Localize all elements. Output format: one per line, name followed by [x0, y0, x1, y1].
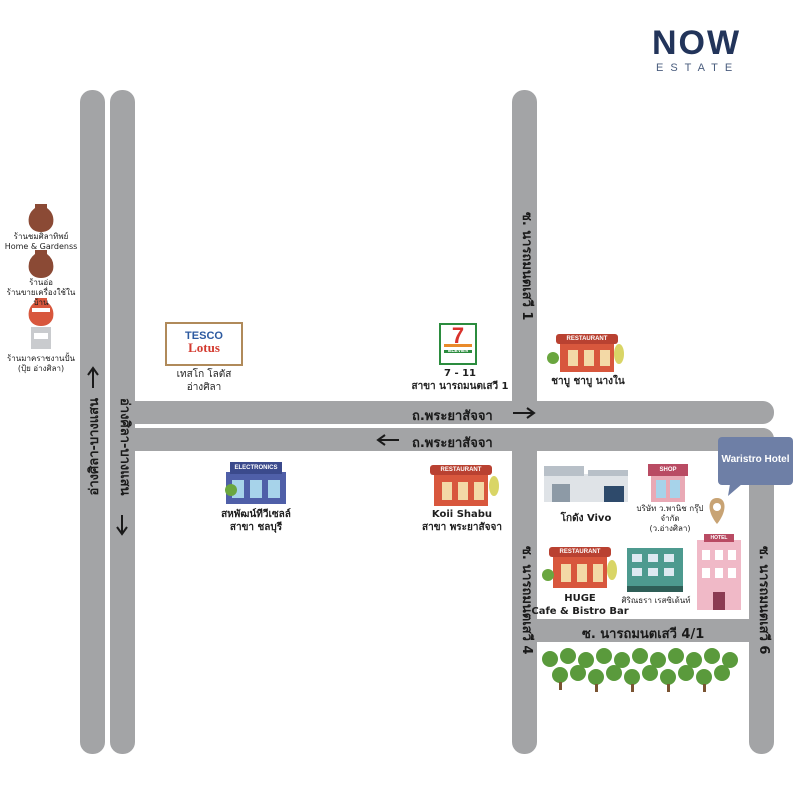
hotel-sign: HOTEL — [710, 535, 728, 541]
arrow-down-icon — [116, 515, 128, 536]
restaurant-icon — [547, 334, 624, 372]
soi-6-road — [749, 428, 774, 754]
soi-1-label: ซ. นารถมนตเสวี 1 — [519, 212, 534, 321]
vase-icon — [28, 298, 54, 326]
electronics-sign: ELECTRONICS — [234, 465, 278, 471]
arrow-up-icon — [87, 366, 99, 388]
lantern-icon — [31, 327, 51, 349]
restaurant-icon — [430, 465, 499, 506]
east-road-top — [110, 401, 774, 424]
place-label-shabu-nangnai: ชาบู ชาบู นางใน — [551, 376, 625, 387]
brand-subtitle: ESTATE — [656, 62, 740, 74]
arrow-right-icon — [513, 407, 536, 419]
place-label-lantern-shop: ร้านมาคราชงานปั้น(ปุ้ย อ่างศิลา) — [6, 354, 75, 373]
tree-trunks — [559, 682, 706, 692]
east-road-label: ถ.พระยาสัจจา — [412, 436, 493, 451]
shop-icon — [648, 464, 688, 502]
electronics-shop-icon — [225, 462, 286, 504]
soi-4-1-label: ซ. นารถมนตเสวี 4/1 — [582, 627, 705, 642]
vase-icon — [28, 204, 54, 232]
restaurant-icon — [542, 547, 617, 588]
tesco-logo — [165, 322, 243, 366]
callout-pointer — [728, 484, 742, 496]
hotel-icon — [697, 534, 741, 610]
seven-eleven-logo-sub: ELEVEN — [447, 348, 468, 354]
soi-4-label: ซ. นารถมนตเสวี 4 — [519, 546, 534, 655]
soi-6-label: ซ. นารถมนตเสวี 6 — [756, 546, 771, 655]
place-label-home-gardens: ร้านชมศิลาทิพย์Home & Gardenss — [4, 232, 78, 251]
restaurant-sign: RESTAURANT — [440, 467, 482, 473]
place-label-electronics: สหพัฒน์ทีวีเซลล์สาขา ชลบุรี — [221, 509, 291, 533]
soi-4-1-road — [512, 619, 774, 642]
restaurant-sign: RESTAURANT — [566, 336, 608, 342]
east-road-label: ถ.พระยาสัจจา — [412, 409, 493, 424]
soi-1-road — [512, 90, 537, 424]
seven-eleven-logo — [439, 323, 477, 365]
place-label-vivo-warehouse: โกดัง Vivo — [560, 513, 612, 524]
seven-eleven-logo-text: 7 — [451, 323, 465, 348]
place-label-shop-company: บริษัท ว.พานิช กรุ๊ป จำกัด(ว.อ่างศิลา) — [636, 504, 704, 533]
place-label-pottery-shop: ร้านอ่อร้านขายเครื่องใช้ในบ้าน — [6, 278, 76, 307]
warehouse-icon — [544, 466, 628, 502]
restaurant-sign: RESTAURANT — [559, 549, 601, 555]
soi-4-road — [512, 428, 537, 754]
main-road-label: อ่างศิลา-บางแสน — [117, 398, 132, 496]
brand-logo: NOW — [652, 24, 742, 62]
hotel-callout: Waristro Hotel — [718, 437, 793, 485]
tree-cluster-icon — [542, 648, 738, 685]
main-road-label: อ่างศิลา-บางแสน — [87, 398, 102, 496]
shop-sign: SHOP — [659, 467, 677, 473]
main-road-left — [80, 90, 105, 754]
arrow-left-icon — [376, 434, 399, 446]
apartment-icon — [627, 548, 683, 592]
east-road-bottom — [110, 428, 774, 451]
location-pin-icon — [709, 498, 725, 524]
vase-icon — [28, 250, 54, 278]
tesco-logo-text: TESCO Lotus — [185, 330, 223, 355]
place-label-apartment: ศิริณธรา เรสซิเด้นท์ — [621, 596, 691, 605]
place-label-tesco: เทสโก โลตัสอ่างศิลา — [176, 369, 232, 393]
